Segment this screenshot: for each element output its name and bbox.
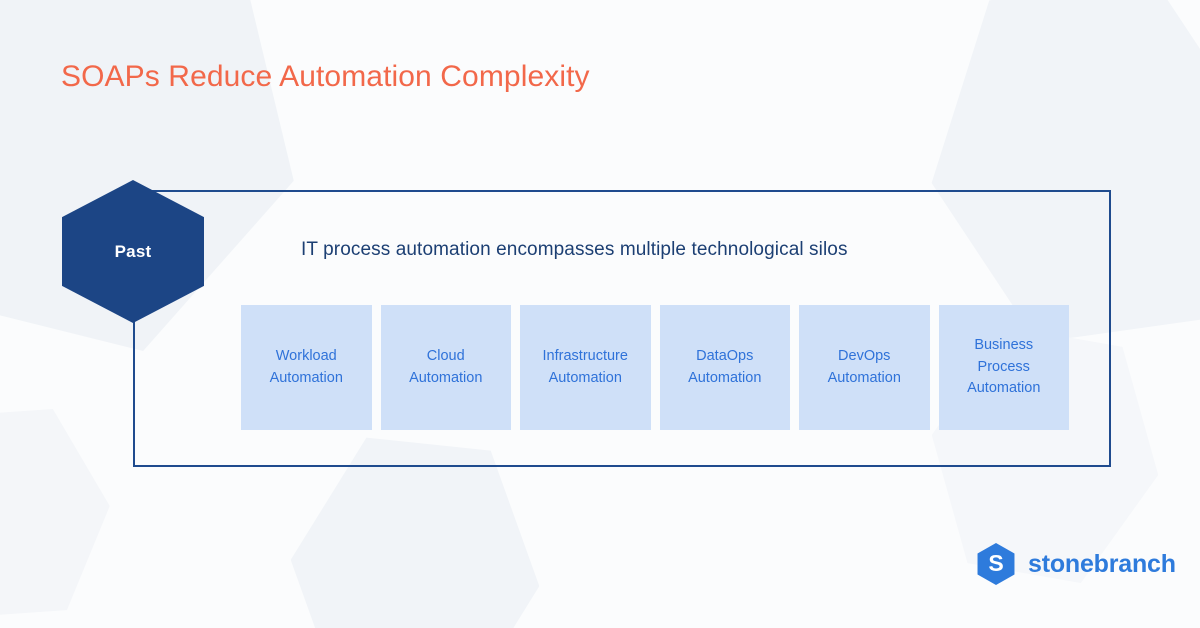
- logo-mark-letter: S: [988, 550, 1004, 576]
- silo-label-line2: Automation: [688, 369, 762, 386]
- silo-label-line1: DataOps: [696, 347, 754, 364]
- stage-badge-label: Past: [114, 241, 152, 261]
- silo-label-line1: Workload: [275, 347, 337, 364]
- silo-label-line3: Automation: [967, 380, 1041, 397]
- silo-label-line2: Process: [977, 358, 1030, 375]
- panel-subtitle: IT process automation encompasses multip…: [301, 239, 848, 260]
- silo-label-line1: Business: [974, 336, 1034, 353]
- silo-label-line1: Cloud: [426, 347, 465, 364]
- past-state-panel: [133, 190, 1111, 467]
- slide-title: SOAPs Reduce Automation Complexity: [61, 60, 590, 93]
- silo-label-line1: DevOps: [838, 347, 891, 364]
- stonebranch-logo: S stonebranch: [975, 543, 1176, 585]
- silo-label-line2: Automation: [409, 369, 483, 386]
- stonebranch-wordmark: stonebranch: [1028, 549, 1176, 578]
- silo-label-line2: Automation: [269, 369, 343, 386]
- stonebranch-hexagon-icon: S: [977, 543, 1015, 585]
- silo-label-line1: Infrastructure: [542, 347, 628, 364]
- silo-label-line2: Automation: [827, 369, 901, 386]
- background-hexagon-bottom-left: [0, 401, 117, 624]
- silo-label-line2: Automation: [548, 369, 622, 386]
